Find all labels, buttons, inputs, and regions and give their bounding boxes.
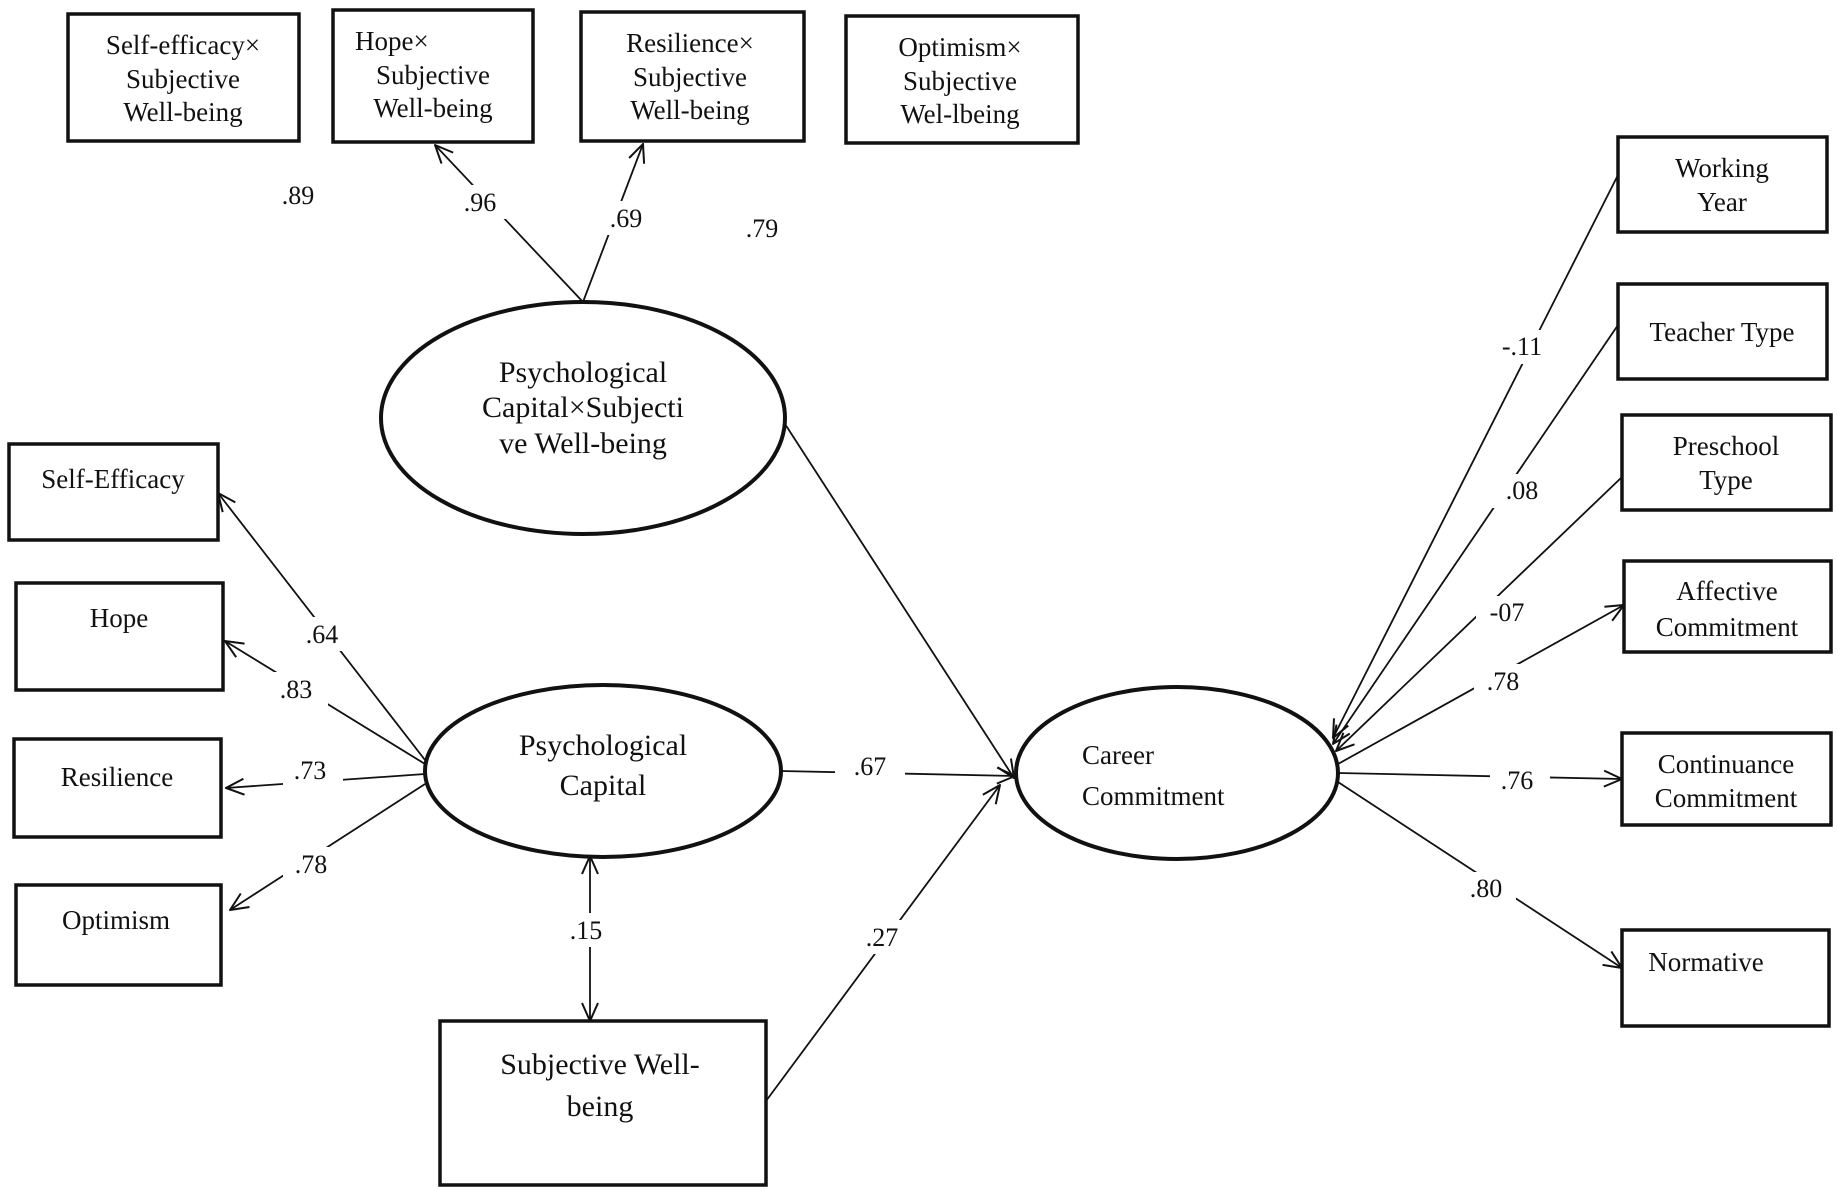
coef-swb-to-career: .27 bbox=[866, 923, 899, 952]
label-line: Type bbox=[1699, 465, 1753, 495]
factor-career-commitment: Career Commitment bbox=[1014, 685, 1340, 861]
connectors bbox=[218, 144, 1624, 1102]
label-line: Preschool bbox=[1673, 431, 1779, 461]
loading-resilience: .73 bbox=[294, 756, 327, 785]
label-line: Resilience bbox=[61, 762, 173, 792]
label-line: Normative bbox=[1648, 947, 1763, 977]
indicator-preschool-type: Preschool Type bbox=[1620, 413, 1833, 512]
indicator-resilience-x-swb: Resilience× Subjective Well-being bbox=[579, 10, 806, 143]
coef-pc-to-career: .67 bbox=[854, 752, 887, 781]
path-interaction-to-hope bbox=[435, 145, 584, 303]
indicator-optimism: Optimism bbox=[14, 883, 223, 987]
label-line: Commitment bbox=[1655, 783, 1798, 813]
coef-normative: .80 bbox=[1470, 874, 1503, 903]
loading-hope: .83 bbox=[280, 675, 313, 704]
indicator-teacher-type: Teacher Type bbox=[1616, 282, 1829, 381]
loading-optimism-x-swb: .79 bbox=[746, 214, 779, 243]
label-line: Year bbox=[1697, 187, 1747, 217]
label-line: Hope bbox=[90, 603, 148, 633]
label-line: Hope× bbox=[355, 26, 429, 56]
label-line: Career bbox=[1082, 740, 1154, 770]
indicator-affective-commitment: Affective Commitment bbox=[1622, 559, 1833, 654]
label-line: Self-efficacy× bbox=[106, 30, 260, 60]
coef-teacher-type: .08 bbox=[1506, 476, 1539, 505]
label-line: Subjective bbox=[633, 62, 747, 92]
path-interaction-to-career bbox=[784, 423, 1014, 778]
label-line: Optimism bbox=[62, 905, 170, 935]
indicator-working-year: Working Year bbox=[1616, 135, 1829, 234]
indicator-continuance-commitment: Continuance Commitment bbox=[1620, 731, 1833, 827]
coef-continuance-commitment: .76 bbox=[1501, 766, 1534, 795]
label-backgrounds bbox=[268, 185, 1556, 954]
loading-hope-x-swb: .96 bbox=[464, 188, 497, 217]
label-line: Affective bbox=[1676, 576, 1777, 606]
label-line: being bbox=[567, 1090, 634, 1123]
label-line: Well-being bbox=[630, 95, 749, 125]
loading-resilience-x-swb: .69 bbox=[610, 204, 643, 233]
indicator-hope: Hope bbox=[14, 581, 225, 692]
coef-working-year: -.11 bbox=[1502, 332, 1542, 361]
indicator-normative: Normative bbox=[1620, 928, 1831, 1028]
label-line: ve Well-being bbox=[499, 427, 667, 460]
variable-subjective-wellbeing: Subjective Well- being bbox=[438, 1019, 768, 1187]
label-line: Optimism× bbox=[898, 32, 1021, 62]
label-line: Commitment bbox=[1656, 612, 1799, 642]
loading-self-efficacy-x-swb: .89 bbox=[282, 181, 315, 210]
factor-psychological-capital: Psychological Capital bbox=[423, 683, 783, 859]
indicator-resilience: Resilience bbox=[12, 737, 223, 839]
loading-self-efficacy: .64 bbox=[306, 620, 339, 649]
factor-interaction: Psychological Capital×Subjecti ve Well-b… bbox=[379, 300, 787, 536]
label-line: Subjective Well- bbox=[500, 1048, 699, 1081]
loading-optimism: .78 bbox=[295, 850, 328, 879]
label-line: Resilience× bbox=[626, 28, 754, 58]
path-working-year-to-career bbox=[1333, 174, 1619, 738]
label-line: Well-being bbox=[123, 97, 242, 127]
label-line: Capital bbox=[560, 769, 647, 802]
indicator-hope-x-swb: Hope× Subjective Well-being bbox=[331, 8, 535, 144]
label-line: Wel-lbeing bbox=[900, 99, 1019, 129]
indicator-optimism-x-swb: Optimism× Subjective Wel-lbeing bbox=[844, 14, 1080, 145]
coef-pc-swb-covariance: .15 bbox=[570, 916, 603, 945]
label-line: Psychological bbox=[499, 356, 667, 389]
indicator-self-efficacy: Self-Efficacy bbox=[7, 442, 220, 542]
coef-affective-commitment: .78 bbox=[1487, 667, 1520, 696]
label-line: Working bbox=[1675, 153, 1769, 183]
label-line: Subjective bbox=[903, 66, 1017, 96]
label-line: Subjective bbox=[376, 60, 490, 90]
path-career-to-continuance bbox=[1337, 773, 1622, 779]
label-line: Commitment bbox=[1082, 781, 1225, 811]
label-line: Well-being bbox=[373, 93, 492, 123]
label-line: Self-Efficacy bbox=[41, 464, 185, 494]
label-line: Subjective bbox=[126, 64, 240, 94]
label-line: Psychological bbox=[519, 729, 687, 762]
label-line: Continuance bbox=[1658, 749, 1794, 779]
label-line: Teacher Type bbox=[1650, 317, 1795, 347]
path-teacher-type-to-career bbox=[1333, 324, 1619, 744]
label-line: Capital×Subjecti bbox=[482, 391, 684, 424]
coef-preschool-type: -07 bbox=[1490, 598, 1525, 627]
indicator-self-efficacy-x-swb: Self-efficacy× Subjective Well-being bbox=[66, 12, 301, 143]
